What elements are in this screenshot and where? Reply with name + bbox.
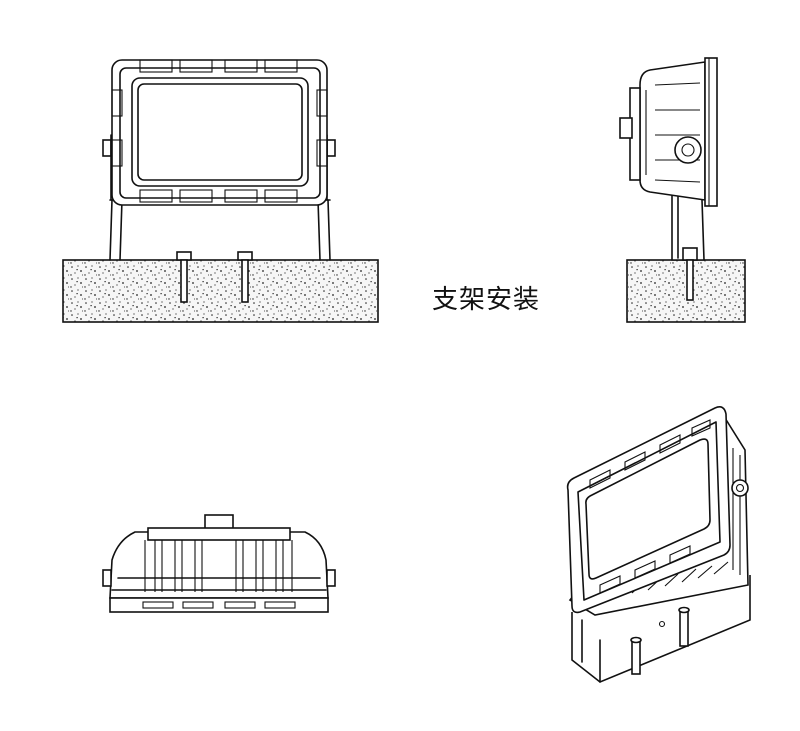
top-view-housing — [109, 531, 329, 599]
front-view-anchor-bolts — [176, 251, 253, 303]
top-view-rim-lines — [111, 577, 327, 591]
iso-bracket-edges — [581, 619, 601, 683]
isometric-view — [566, 406, 751, 683]
front-view-bracket-legs — [109, 199, 331, 261]
top-view-rear-plate — [147, 527, 291, 541]
top-view-left-knob — [102, 569, 112, 587]
side-view-frame — [704, 57, 718, 207]
front-view-right-knob — [326, 139, 336, 157]
side-view-rear-plug — [619, 117, 633, 139]
iso-front-frame — [566, 406, 731, 614]
top-view-right-knob — [326, 569, 336, 587]
side-view-ground — [626, 259, 746, 323]
side-view — [619, 57, 746, 323]
front-view-lens-outer — [131, 77, 309, 187]
side-view-bolt — [686, 259, 694, 301]
front-view-ground — [62, 259, 379, 323]
iso-lens — [585, 438, 711, 580]
front-view-left-knob — [102, 139, 112, 157]
side-view-bolt-head — [682, 247, 698, 261]
front-view — [62, 59, 379, 323]
iso-frame-inner — [577, 421, 721, 601]
iso-frame-tabs — [589, 419, 711, 594]
front-view-bottom-tabs — [139, 189, 298, 203]
front-view-top-tabs — [139, 59, 298, 73]
front-view-housing-inner — [119, 67, 321, 199]
iso-pivot-center — [735, 483, 745, 493]
iso-bolts — [630, 606, 690, 675]
iso-pivot-knob — [731, 479, 749, 497]
side-view-pivot-center — [681, 143, 695, 157]
top-view — [102, 514, 336, 613]
front-view-housing — [111, 59, 328, 206]
front-view-side-tabs — [111, 89, 328, 167]
side-view-fins — [645, 82, 701, 183]
top-view-fins — [144, 540, 293, 592]
front-view-lens — [137, 83, 303, 181]
top-view-frame-tabs — [142, 601, 296, 609]
installation-caption: 支架安装 — [432, 285, 541, 315]
side-view-pivot-knob — [674, 136, 702, 164]
